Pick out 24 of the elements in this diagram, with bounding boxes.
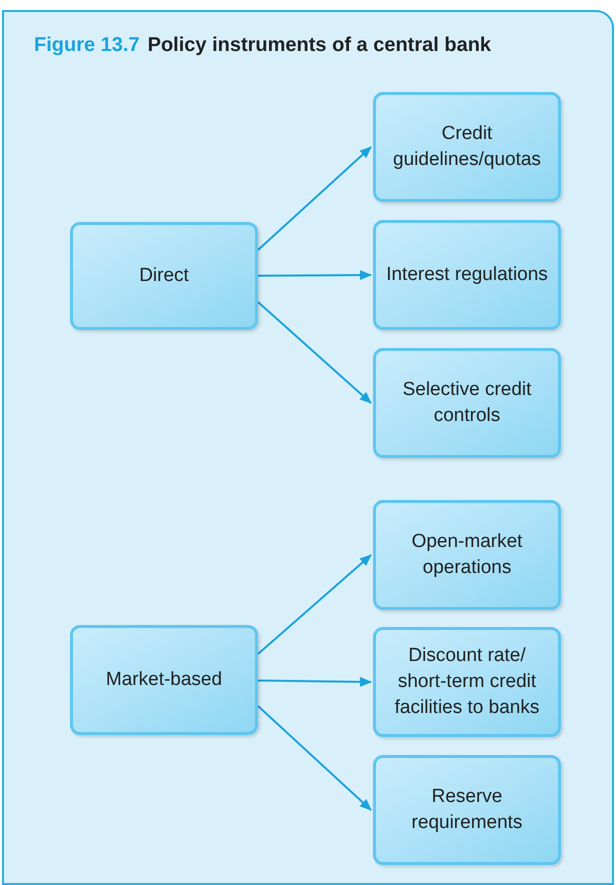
- rounded-box: [373, 348, 561, 458]
- box-label: Credit guidelines/quotas: [392, 122, 542, 172]
- rounded-box: [373, 627, 561, 737]
- box-label: Direct: [139, 264, 189, 288]
- figure-number: Figure 13.7: [34, 33, 140, 58]
- rounded-box: [373, 500, 561, 610]
- figure-title: Policy instruments of a central bank: [148, 33, 492, 58]
- box-label: Interest regulations: [386, 263, 548, 287]
- rounded-box: [373, 220, 561, 330]
- rounded-box: [70, 222, 258, 330]
- arrow: [257, 554, 372, 655]
- rounded-box: [70, 625, 258, 735]
- arrow: [258, 676, 372, 687]
- arrow: [257, 301, 372, 404]
- arrow: [257, 705, 372, 811]
- box-label: Selective credit controls: [402, 378, 532, 428]
- arrow: [257, 146, 372, 251]
- rounded-box: [373, 755, 561, 865]
- box-label: Open-market operations: [410, 530, 524, 580]
- arrow: [258, 270, 372, 280]
- box-label: Discount rate/ short-term credit facilities to banks: [394, 644, 540, 720]
- rounded-box: [373, 92, 561, 202]
- box-label: Market-based: [106, 668, 222, 692]
- box-label: Reserve requirements: [410, 785, 524, 835]
